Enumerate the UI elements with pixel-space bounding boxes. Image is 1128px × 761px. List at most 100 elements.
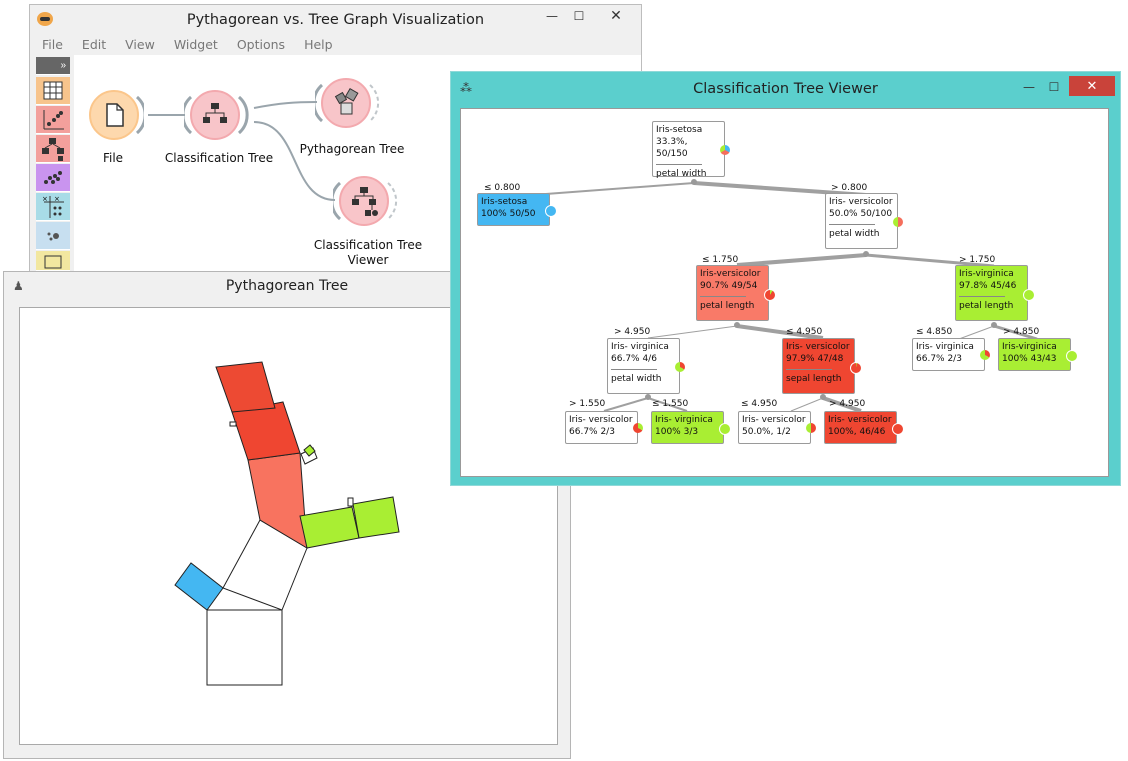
tree-node-versicolor-leaf-c[interactable]: Iris- versicolor 100%, 46/46: [824, 411, 904, 444]
viewer-titlebar: ⁂ Classification Tree Viewer: [451, 72, 1120, 106]
toolbox-expand-button[interactable]: »: [36, 57, 70, 75]
tree-node-virginica-leaf-a[interactable]: Iris- virginica 66.7% 2/3: [912, 338, 990, 371]
tree-node-virginica-petal-width[interactable]: Iris- virginica 66.7% 4/6 petal width: [607, 338, 685, 394]
main-titlebar: Pythagorean vs. Tree Graph Visualization: [30, 5, 641, 35]
pt-node-virginica-square-b[interactable]: [352, 496, 400, 539]
pt-node-virginica-square-a[interactable]: [299, 506, 360, 549]
main-minimize-button[interactable]: —: [546, 9, 558, 23]
pie-chart-icon: [764, 289, 776, 301]
toolbox-matrix-icon[interactable]: ××: [36, 193, 70, 221]
node-stat: 97.9% 47/48: [786, 354, 844, 364]
node-class: Iris-setosa: [481, 197, 528, 207]
orange-logo-icon: [37, 12, 53, 26]
pie-chart-icon: [1066, 350, 1078, 362]
pythagorean-tree-graphic: [174, 361, 400, 686]
pt-root-square[interactable]: [206, 609, 283, 686]
node-stat: 100% 50/50: [481, 209, 536, 219]
edge-label-e9: > 1.550: [569, 399, 606, 409]
toolbox-scatter-map-icon[interactable]: [36, 164, 70, 192]
tree-node-virginica-leaf-b[interactable]: Iris-virginica 100% 43/43: [998, 338, 1078, 371]
tree-node-sepal-length[interactable]: Iris- versicolor 97.9% 47/48 sepal lengt…: [782, 338, 862, 394]
node-class: Iris- virginica: [611, 342, 669, 352]
viewer-canvas[interactable]: ≤ 0.800 > 0.800 ≤ 1.750 > 1.750 > 4.950 …: [460, 108, 1109, 477]
toolbox-image-icon[interactable]: [36, 251, 70, 271]
edge-label-e11: ≤ 4.950: [741, 399, 778, 409]
edge-label-e7: ≤ 4.850: [916, 327, 953, 337]
tree-node-versicolor-split[interactable]: Iris-versicolor 90.7% 49/54 petal length: [696, 265, 776, 321]
edge-label-e4: > 1.750: [959, 255, 996, 265]
pie-chart-icon: [892, 423, 904, 435]
viewer-maximize-button[interactable]: ☐: [1048, 80, 1060, 94]
node-stat: 90.7% 49/54: [700, 281, 758, 291]
pt-node-left-triangle-square[interactable]: [174, 562, 224, 611]
node-class: Iris-setosa: [656, 125, 703, 135]
toolbox-data-table-icon[interactable]: [36, 77, 70, 105]
edge-n5-left: [603, 397, 649, 412]
edge-n2-right: [865, 253, 995, 268]
edge-n4-right: [993, 324, 1038, 341]
classification-tree-viewer-widget-label: Classification Tree Viewer: [313, 238, 423, 267]
file-widget-label: File: [102, 151, 124, 165]
menu-widget[interactable]: Widget: [173, 37, 218, 52]
n5-split-dot: [645, 394, 651, 400]
pt-node-small-square-3[interactable]: [347, 497, 354, 507]
menu-edit[interactable]: Edit: [81, 37, 107, 52]
node-stat: 33.3%, 50/150: [656, 137, 688, 159]
tree-node-petal-width[interactable]: Iris- versicolor 50.0% 50/100 petal widt…: [825, 193, 903, 249]
classification-tree-widget[interactable]: [181, 87, 256, 143]
pie-chart-icon: [720, 145, 730, 155]
main-menubar: File Edit View Widget Options Help: [42, 37, 641, 52]
viewer-minimize-button[interactable]: —: [1023, 80, 1035, 94]
node-split: petal length: [700, 301, 755, 311]
file-widget[interactable]: [88, 87, 147, 143]
node-class: Iris- virginica: [916, 342, 974, 352]
pie-chart-icon: [675, 362, 685, 372]
node-split: petal width: [656, 169, 707, 179]
pt-node-red-square-b[interactable]: [215, 361, 276, 413]
edge-label-e10: ≤ 1.550: [652, 399, 689, 409]
node-stat: 66.7% 2/3: [916, 354, 962, 364]
pie-chart-icon: [719, 423, 731, 435]
toolbox-pivot-icon[interactable]: [36, 222, 70, 250]
pt-node-red-square-a[interactable]: [231, 401, 301, 461]
main-close-button[interactable]: ✕: [610, 8, 622, 24]
classification-tree-viewer-widget[interactable]: [330, 173, 405, 229]
link-tree-to-viewer[interactable]: [253, 121, 336, 201]
pie-chart-icon: [806, 423, 816, 433]
node-split: sepal length: [786, 374, 842, 384]
n6-split-dot: [820, 394, 826, 400]
pt-node-small-square-2[interactable]: [303, 444, 316, 457]
pie-chart-icon: [633, 423, 643, 433]
edge-n3-left: [647, 325, 738, 339]
tree-node-virginica-leaf-c[interactable]: Iris- virginica 100% 3/3: [651, 411, 731, 444]
node-stat: 66.7% 4/6: [611, 354, 657, 364]
node-class: Iris- versicolor: [742, 415, 806, 425]
menu-view[interactable]: View: [125, 37, 155, 52]
node-class: Iris-virginica: [1002, 342, 1057, 352]
tree-node-versicolor-leaf-b[interactable]: Iris- versicolor 50.0%, 1/2: [738, 411, 816, 444]
link-tree-to-pythagorean[interactable]: [253, 101, 318, 109]
root-split-dot: [691, 179, 697, 185]
pythagorean-tree-widget[interactable]: [312, 75, 387, 131]
node-stat: 100% 43/43: [1002, 354, 1057, 364]
pie-chart-icon: [1023, 289, 1035, 301]
main-maximize-button[interactable]: ☐: [573, 9, 585, 23]
toolbox-tree-icon[interactable]: [36, 135, 70, 163]
menu-file[interactable]: File: [42, 37, 63, 52]
node-stat: 50.0%, 1/2: [742, 427, 791, 437]
svg-text:×: ×: [54, 195, 60, 203]
tree-node-setosa-leaf[interactable]: Iris-setosa 100% 50/50: [477, 193, 557, 226]
node-class: Iris-versicolor: [700, 269, 761, 279]
node-class: Iris- versicolor: [829, 197, 893, 207]
tree-node-root[interactable]: Iris-setosa 33.3%, 50/150 petal width: [652, 121, 730, 179]
classification-tree-widget-label: Classification Tree: [164, 151, 274, 165]
node-stat: 66.7% 2/3: [569, 427, 615, 437]
pt-node-small-square-4[interactable]: [229, 421, 237, 427]
viewer-close-button[interactable]: ✕: [1069, 76, 1115, 96]
menu-help[interactable]: Help: [304, 37, 333, 52]
toolbox-scatter-plot-icon[interactable]: [36, 106, 70, 134]
tree-node-versicolor-leaf-a[interactable]: Iris- versicolor 66.7% 2/3: [565, 411, 643, 444]
edge-label-e8: > 4.850: [1003, 327, 1040, 337]
menu-options[interactable]: Options: [236, 37, 286, 52]
tree-node-virginica-split[interactable]: Iris-virginica 97.8% 45/46 petal length: [955, 265, 1035, 321]
